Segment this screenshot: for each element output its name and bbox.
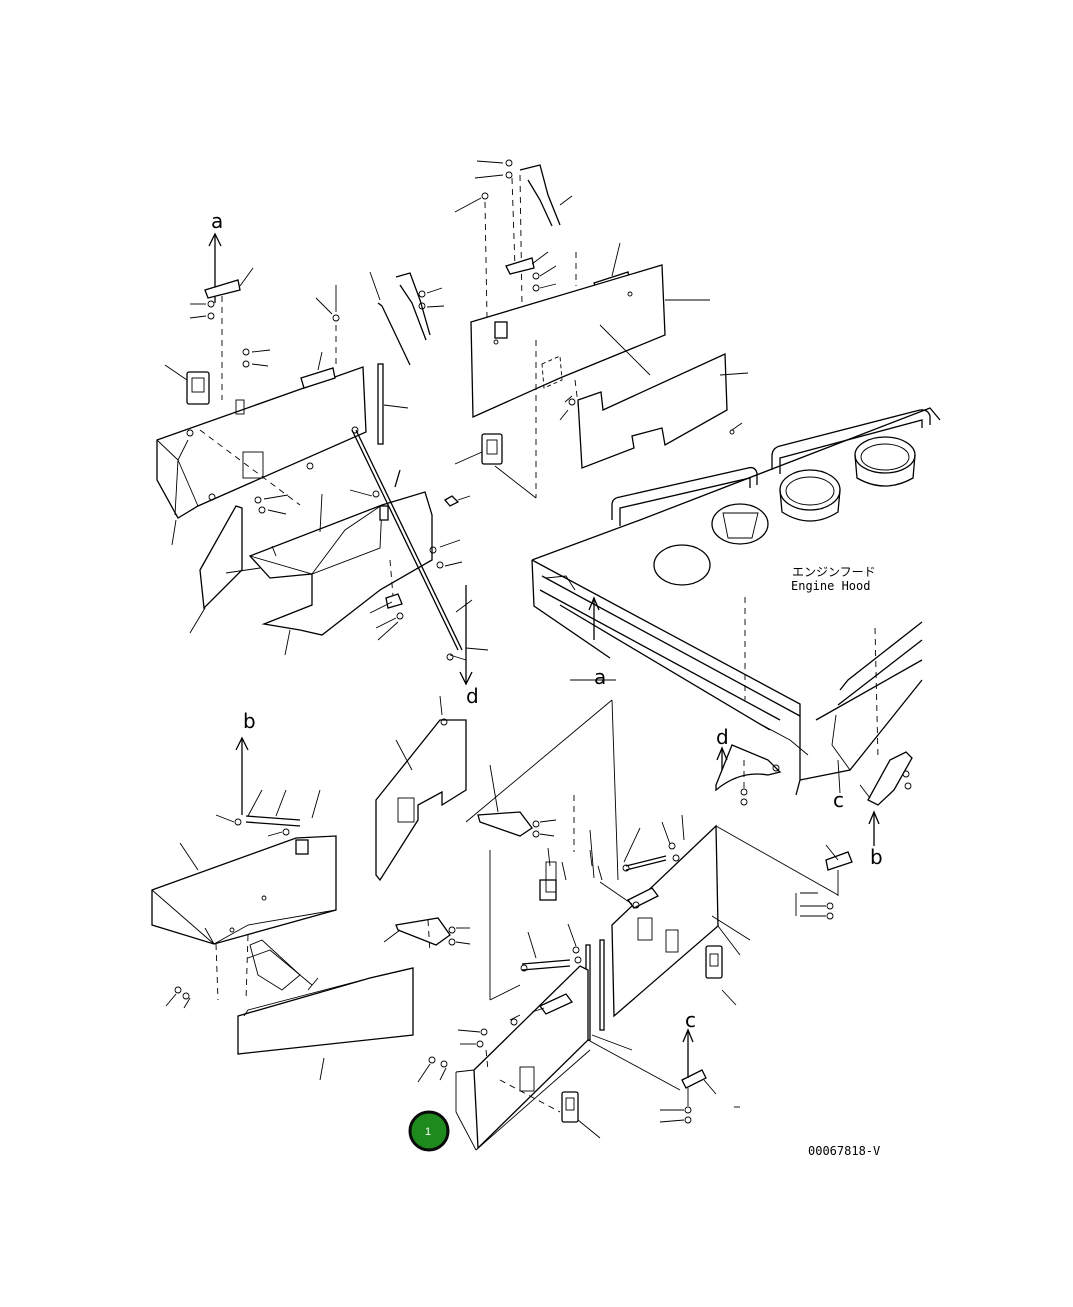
lower-center-parts <box>375 679 633 1051</box>
reference-letter-a-right: a <box>594 665 606 689</box>
reference-letter-d-right: d <box>716 725 729 749</box>
reference-letter-a-top: a <box>211 209 223 233</box>
reference-letter-b-left: b <box>243 709 256 733</box>
engine-hood-assembly: エンジンフード Engine Hood <box>531 407 941 846</box>
left-upper-cover-assembly <box>156 232 489 686</box>
part-number-badge[interactable]: 1 <box>408 1110 450 1152</box>
reference-letter-c-mid: c <box>833 788 844 812</box>
reference-letter-b-right: b <box>870 845 883 869</box>
badge-circle[interactable] <box>408 1110 450 1152</box>
drawing-number: 00067818-V <box>808 1144 880 1158</box>
lower-right-door-assembly <box>417 814 853 1151</box>
lower-left-cover-assembly <box>151 736 414 1081</box>
engine-hood-label-en: Engine Hood <box>791 579 870 593</box>
engine-hood-label-jp: エンジンフード <box>792 565 876 579</box>
badge-number: 1 <box>425 1126 431 1138</box>
reference-letter-c-bottom: c <box>685 1008 696 1032</box>
upper-door-assembly <box>454 159 749 499</box>
reference-letter-d-mid: d <box>466 684 479 708</box>
